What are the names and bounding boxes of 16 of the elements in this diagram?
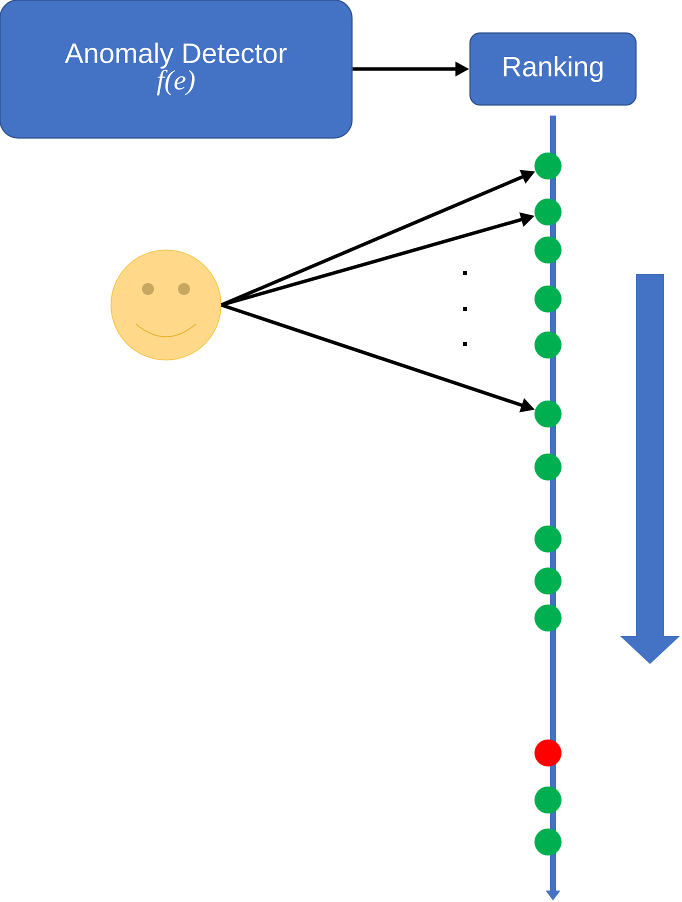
dot [534,332,562,358]
dot [534,740,562,766]
dot [534,198,562,226]
dot [534,828,562,856]
dot [534,286,562,312]
dot [534,454,562,480]
process-box: Ranking [469,32,637,106]
process-box: Anomaly Detector f(e) [0,0,353,139]
dot [534,152,562,180]
dot [534,236,562,264]
dot [534,604,562,632]
smiley-face [110,250,222,360]
dot [534,400,562,428]
dot [534,786,562,814]
dot [534,526,562,552]
dot [534,568,562,594]
